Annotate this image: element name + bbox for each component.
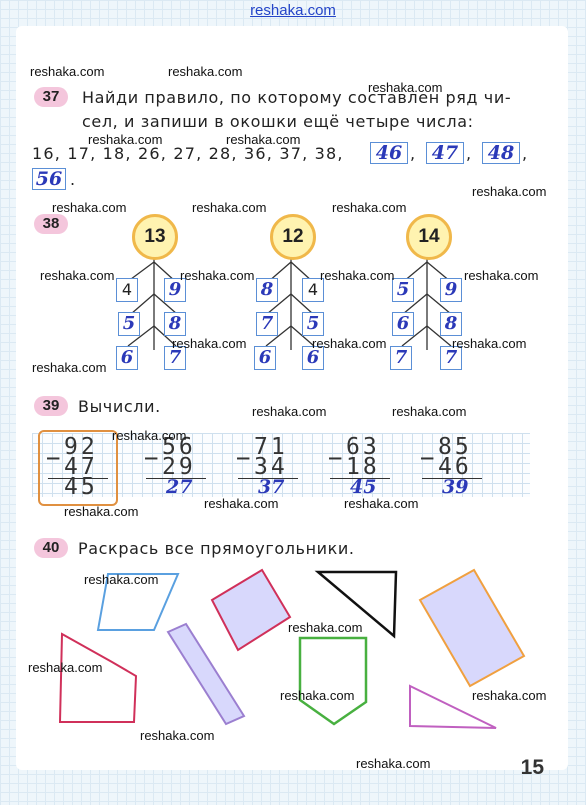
tree-3-cell-1[interactable]: 5 xyxy=(392,278,414,302)
tree-2-cell-3[interactable]: 7 xyxy=(256,312,278,336)
pentagon-shape xyxy=(298,636,368,726)
watermark: reshaka.com xyxy=(140,728,215,743)
tree-3-sum-circle: 14 xyxy=(406,214,452,260)
task-40-number: 40 xyxy=(34,538,68,558)
watermark: reshaka.com xyxy=(226,132,301,147)
task-37-line1: Найди правило, по которому составлен ряд… xyxy=(82,88,512,107)
watermark: reshaka.com xyxy=(30,64,105,79)
watermark: reshaka.com xyxy=(172,336,247,351)
black-triangle-shape xyxy=(314,570,398,639)
task-39-number: 39 xyxy=(34,396,68,416)
watermark: reshaka.com xyxy=(392,404,467,419)
tree-1-cell-5[interactable]: 6 xyxy=(116,346,138,370)
tree-3-cell-2[interactable]: 9 xyxy=(440,278,462,302)
watermark: reshaka.com xyxy=(344,496,419,511)
tilted-square-shape xyxy=(210,568,292,652)
page-number: 15 xyxy=(520,756,544,779)
calc-column-5[interactable]: − 85 46 39 xyxy=(418,434,488,498)
watermark: reshaka.com xyxy=(112,428,187,443)
tree-1-sum-circle: 13 xyxy=(132,214,178,260)
answer-box-4[interactable]: 56 xyxy=(32,168,66,190)
answer-box-3[interactable]: 48 xyxy=(482,142,520,164)
small-triangle-shape xyxy=(409,684,497,729)
tree-1-cell-4[interactable]: 8 xyxy=(164,312,186,336)
tree-3-cell-6[interactable]: 7 xyxy=(440,346,462,370)
comma-1: , xyxy=(410,144,416,163)
tree-2-sum-circle: 12 xyxy=(270,214,316,260)
watermark: reshaka.com xyxy=(64,504,139,519)
period: . xyxy=(70,170,76,189)
comma-3: , xyxy=(522,144,528,163)
calc-grid xyxy=(32,433,530,497)
trapezoid-shape xyxy=(96,573,180,631)
answer-box-2[interactable]: 47 xyxy=(426,142,464,164)
watermark: reshaka.com xyxy=(204,496,279,511)
watermark: reshaka.com xyxy=(28,660,103,675)
tree-3-cell-3[interactable]: 6 xyxy=(392,312,414,336)
watermark: reshaka.com xyxy=(288,620,363,635)
tree-1-cell-2[interactable]: 9 xyxy=(164,278,186,302)
task-39-title: Вычисли. xyxy=(78,397,161,416)
watermark: reshaka.com xyxy=(52,200,127,215)
calc-column-4[interactable]: − 63 18 45 xyxy=(326,434,396,498)
comma-2: , xyxy=(466,144,472,163)
watermark: reshaka.com xyxy=(88,132,163,147)
watermark: reshaka.com xyxy=(84,572,159,587)
watermark: reshaka.com xyxy=(280,688,355,703)
watermark: reshaka.com xyxy=(368,80,443,95)
tree-2-cell-5[interactable]: 6 xyxy=(254,346,276,370)
task-37-line2: сел, и запиши в окошки ещё четыре числа: xyxy=(82,112,474,131)
tree-3-cell-4[interactable]: 8 xyxy=(440,312,462,336)
watermark: reshaka.com xyxy=(472,688,547,703)
tree-2-cell-1[interactable]: 8 xyxy=(256,278,278,302)
watermark: reshaka.com xyxy=(40,268,115,283)
watermark: reshaka.com xyxy=(332,200,407,215)
watermark: reshaka.com xyxy=(452,336,527,351)
example-frame xyxy=(38,430,118,506)
watermark: reshaka.com xyxy=(180,268,255,283)
watermark: reshaka.com xyxy=(32,360,107,375)
large-rectangle-shape xyxy=(418,568,526,688)
quadrilateral-shape xyxy=(58,632,138,723)
tree-1-cell-6[interactable]: 7 xyxy=(164,346,186,370)
watermark: reshaka.com xyxy=(472,184,547,199)
watermark: reshaka.com xyxy=(320,268,395,283)
tree-2-cell-4[interactable]: 5 xyxy=(302,312,324,336)
task-40-title: Раскрась все прямоугольники. xyxy=(78,539,355,558)
watermark: reshaka.com xyxy=(312,336,387,351)
tree-3-cell-5[interactable]: 7 xyxy=(390,346,412,370)
watermark: reshaka.com xyxy=(252,404,327,419)
calc-column-3[interactable]: − 71 34 37 xyxy=(234,434,304,498)
task-38-number: 38 xyxy=(34,214,68,234)
site-header-link[interactable]: reshaka.com xyxy=(250,2,336,19)
tree-2-cell-6[interactable]: 6 xyxy=(302,346,324,370)
calc-column-2[interactable]: − 56 29 27 xyxy=(142,434,212,498)
answer-box-1[interactable]: 46 xyxy=(370,142,408,164)
watermark: reshaka.com xyxy=(192,200,267,215)
watermark: reshaka.com xyxy=(464,268,539,283)
watermark: reshaka.com xyxy=(168,64,243,79)
task-37-number: 37 xyxy=(34,87,68,107)
tree-2-cell-2: 4 xyxy=(302,278,324,302)
tree-1-cell-3[interactable]: 5 xyxy=(118,312,140,336)
calc-column-1: − 92 47 45 xyxy=(44,434,114,500)
tree-1-cell-1: 4 xyxy=(116,278,138,302)
task-37-sequence: 16, 17, 18, 26, 27, 28, 36, 37, 38, xyxy=(32,144,344,163)
watermark: reshaka.com xyxy=(356,756,431,771)
long-rectangle-shape xyxy=(166,622,246,726)
